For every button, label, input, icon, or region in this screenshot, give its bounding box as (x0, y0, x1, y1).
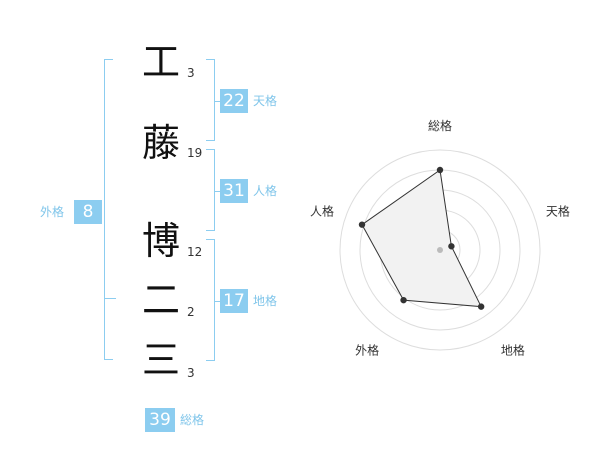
radar-chart: 総格 天格 地格 外格 人格 (310, 118, 570, 357)
jinkaku-label: 人格 (253, 184, 278, 198)
radar-point (448, 243, 455, 250)
chikaku-label: 地格 (253, 294, 278, 308)
stroke-count-5: 3 (187, 366, 195, 380)
stroke-count-3: 12 (187, 245, 203, 259)
radar-axis-label-gaikaku: 外格 (355, 342, 379, 357)
gaikaku-bracket (104, 59, 113, 360)
radar-point (400, 296, 407, 304)
radar-point (436, 166, 444, 174)
chikaku-connector (214, 301, 220, 302)
chikaku-score: 17 (220, 289, 248, 313)
stroke-count-4: 2 (187, 305, 195, 319)
jinkaku-score: 31 (220, 179, 248, 203)
radar-axis-label-jinkaku: 人格 (310, 204, 334, 219)
gaikaku-inner-tick (104, 298, 116, 299)
radar-polygon (361, 169, 482, 308)
name-char-1: 工 (141, 40, 180, 84)
soukaku-score: 39 (145, 408, 175, 432)
name-char-3: 博 (141, 219, 180, 263)
gaikaku-score: 8 (74, 200, 102, 224)
jinkaku-bracket (206, 149, 215, 231)
radar-ring (339, 149, 541, 351)
jinkaku-connector (214, 191, 220, 192)
soukaku-label: 総格 (180, 413, 205, 427)
tenkaku-score: 22 (220, 89, 248, 113)
radar-axis-label-tenkaku: 天格 (546, 204, 570, 219)
tenkaku-label: 天格 (253, 94, 278, 108)
radar-axis-label-soukaku: 総格 (428, 118, 452, 133)
gaikaku-label: 外格 (40, 205, 65, 219)
name-char-4: 二 (141, 278, 180, 322)
radar-point (358, 221, 366, 228)
stroke-count-1: 3 (187, 66, 195, 80)
radar-points (358, 166, 485, 310)
radar-axis-label-chikaku: 地格 (501, 342, 525, 357)
stroke-count-2: 19 (187, 146, 203, 160)
tenkaku-bracket (206, 59, 215, 141)
chikaku-bracket (206, 239, 215, 361)
radar-center (437, 247, 443, 253)
name-char-2: 藤 (141, 121, 180, 165)
tenkaku-connector (214, 101, 220, 102)
name-char-5: 三 (141, 338, 180, 382)
radar-point (477, 303, 485, 310)
